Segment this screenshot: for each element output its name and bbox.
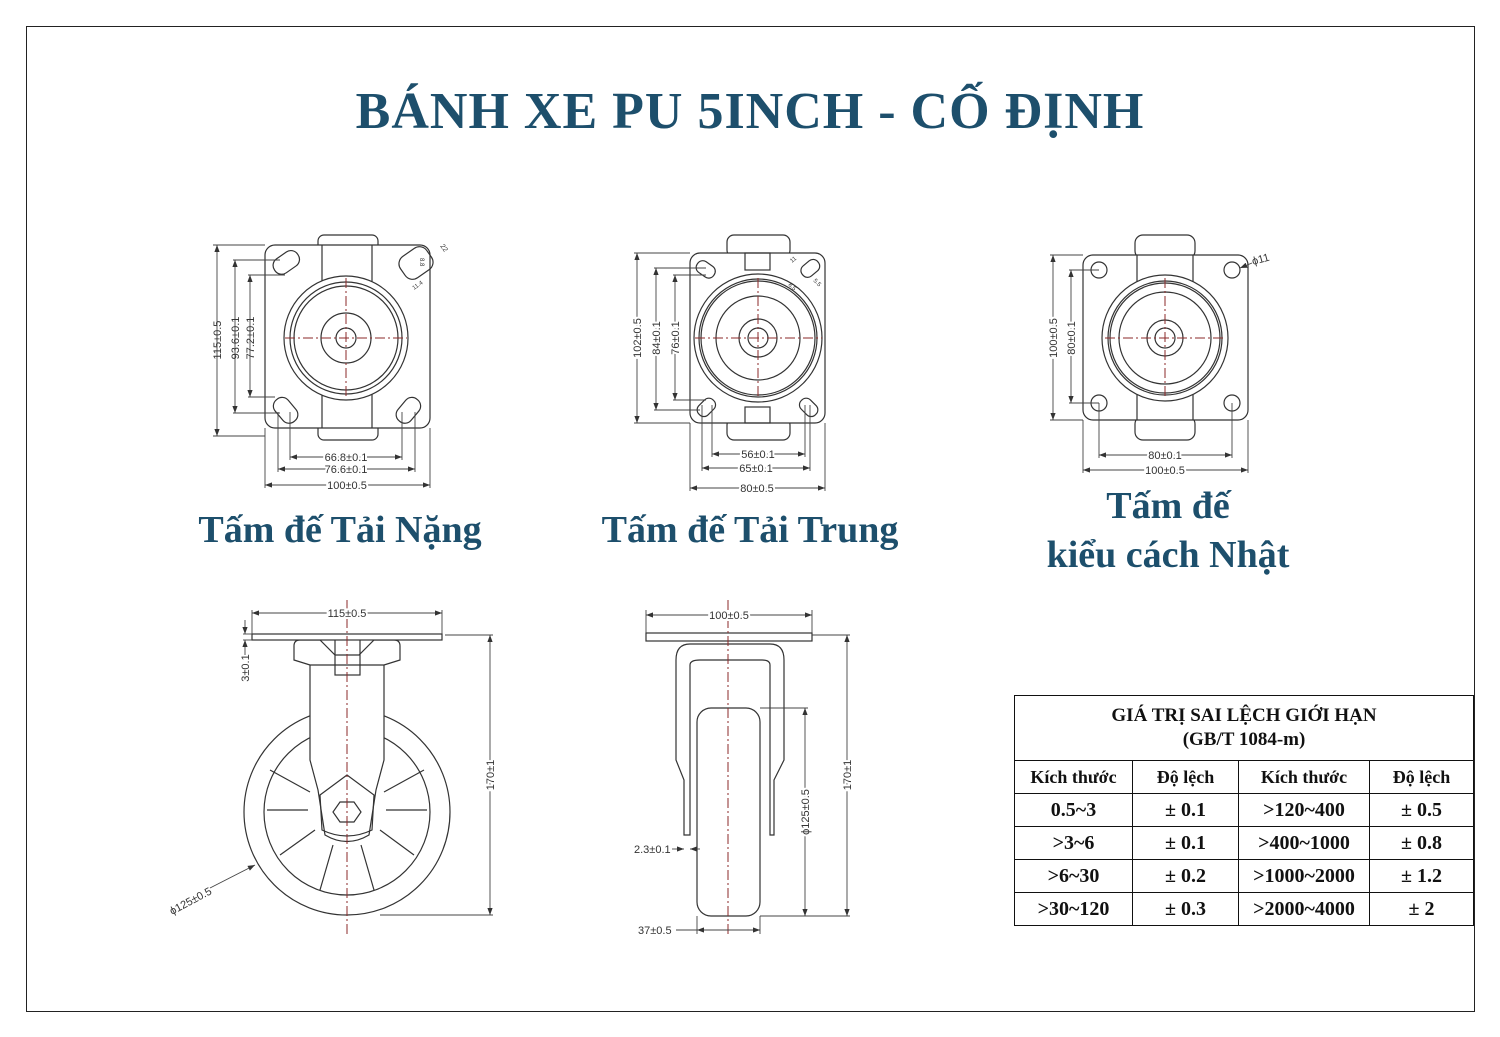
table-cell: >6~30: [1014, 859, 1133, 893]
table-cell: ± 1.2: [1369, 859, 1474, 893]
table-row: >6~30± 0.2>1000~2000± 1.2: [1014, 859, 1474, 893]
dim-label: 80±0.1: [1148, 450, 1182, 462]
table-cell: >400~1000: [1238, 826, 1370, 860]
dim-label: 2.3±0.1: [634, 844, 671, 856]
dim-label: 11.4: [412, 280, 425, 292]
table-title-line2: (GB/T 1084-m): [1182, 729, 1306, 750]
dim-label: 100±0.5: [327, 480, 367, 492]
dim-label: 102±0.5: [632, 318, 644, 358]
dim-label: 76±0.1: [670, 321, 682, 355]
dim-label: 8.8: [418, 258, 424, 267]
dim-label: 56±0.1: [741, 449, 775, 461]
table-cell: >30~120: [1014, 892, 1133, 926]
dim-label: 115±0.5: [212, 321, 224, 360]
dim-label: 170±1: [842, 760, 854, 791]
table-row: >30~120± 0.3>2000~4000± 2: [1014, 892, 1474, 926]
caption-japanese-plate-line2: kiểu cách Nhật: [1046, 534, 1290, 576]
dim-label: 11: [789, 256, 798, 265]
dim-label: 93.6±0.1: [230, 317, 242, 360]
table-cell: >3~6: [1014, 826, 1133, 860]
table-header-row: Kích thước Độ lệch Kích thước Độ lệch: [1014, 760, 1474, 794]
table-cell: >120~400: [1238, 793, 1370, 827]
table-cell: ± 0.5: [1369, 793, 1474, 827]
table-cell: ± 2: [1369, 892, 1474, 926]
dim-label: 84±0.1: [651, 321, 663, 355]
dim-label: ϕ125±0.5: [168, 886, 214, 918]
dim-label: 5.5: [812, 278, 823, 289]
table-title-line1: GIÁ TRỊ SAI LỆCH GIỚI HẠN: [1111, 705, 1377, 726]
header-cell: Kích thước: [1238, 760, 1370, 794]
table-cell: ± 0.1: [1132, 826, 1239, 860]
heavy-plate-drawing: 115±0.5 93.6±0.1 77.2±0.1 66.8±0.1 76.6±…: [212, 234, 449, 494]
header-cell: Độ lệch: [1132, 760, 1239, 794]
table-cell: ± 0.1: [1132, 793, 1239, 827]
table-row: 0.5~3± 0.1>120~400± 0.5: [1014, 793, 1474, 827]
table-row: >3~6± 0.1>400~1000± 0.8: [1014, 826, 1474, 860]
dim-label: 8.5: [787, 282, 798, 293]
dim-label: 80±0.1: [1066, 321, 1078, 355]
medium-plate-drawing: 102±0.5 84±0.1 76±0.1 56±0.1 65±0.1 80±0…: [630, 234, 826, 497]
page-title: BÁNH XE PU 5INCH - CỐ ĐỊNH: [355, 83, 1145, 140]
table-cell: ± 0.3: [1132, 892, 1239, 926]
caption-medium-plate: Tấm đế Tải Trung: [601, 509, 899, 551]
dim-label: 100±0.5: [709, 610, 749, 622]
caption-heavy-plate: Tấm đế Tải Nặng: [198, 509, 482, 551]
table-cell: ± 0.8: [1369, 826, 1474, 860]
dim-label: 100±0.5: [1048, 318, 1060, 358]
dim-label: ϕ11: [1251, 252, 1271, 268]
dim-label: 80±0.5: [740, 483, 774, 495]
japanese-plate-drawing: 100±0.5 80±0.1 80±0.1 100±0.5 ϕ11: [1046, 234, 1271, 479]
dim-label: 170±1: [485, 760, 497, 791]
header-cell: Độ lệch: [1369, 760, 1474, 794]
table-cell: ± 0.2: [1132, 859, 1239, 893]
dim-label: 65±0.1: [739, 463, 773, 475]
dim-label: 22: [438, 243, 448, 253]
dim-label: 77.2±0.1: [245, 317, 257, 360]
dim-label: 76.6±0.1: [325, 464, 368, 476]
table-cell: >2000~4000: [1238, 892, 1370, 926]
dim-label: 115±0.5: [328, 608, 367, 620]
front-view-drawing: 100±0.5 ϕ125±0.5 170±1 2.3±0.1 37±0.5: [634, 600, 856, 937]
dim-label: 100±0.5: [1145, 465, 1185, 477]
dim-label: ϕ125±0.5: [800, 789, 812, 835]
drawing-border: [26, 26, 1475, 1012]
header-cell: Kích thước: [1014, 760, 1133, 794]
dim-label: 3±0.1: [240, 654, 252, 681]
tolerance-table: GIÁ TRỊ SAI LỆCH GIỚI HẠN (GB/T 1084-m) …: [1014, 695, 1474, 926]
caption-japanese-plate-line1: Tấm đế: [1106, 485, 1230, 527]
dim-label: 66.8±0.1: [325, 452, 368, 464]
side-view-drawing: 115±0.5 3±0.1 170±1 ϕ125±0.5: [168, 600, 499, 935]
table-cell: >1000~2000: [1238, 859, 1370, 893]
dim-label: 37±0.5: [638, 925, 672, 937]
table-title: GIÁ TRỊ SAI LỆCH GIỚI HẠN (GB/T 1084-m): [1014, 695, 1474, 761]
table-cell: 0.5~3: [1014, 793, 1133, 827]
